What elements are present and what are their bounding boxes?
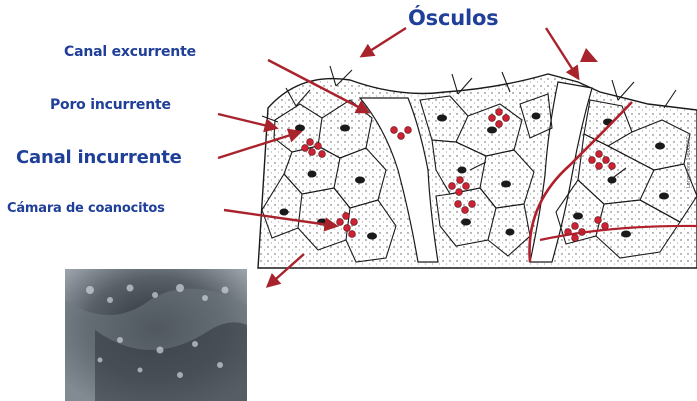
side-credit: Longshore 1-800EAC [686, 135, 692, 188]
arrow-osculos [362, 28, 406, 56]
sponge-wall-section [258, 66, 697, 268]
arrow-up-right-icon [580, 48, 598, 62]
arrow-osculo-right [546, 28, 578, 78]
sem-micrograph [65, 269, 247, 401]
